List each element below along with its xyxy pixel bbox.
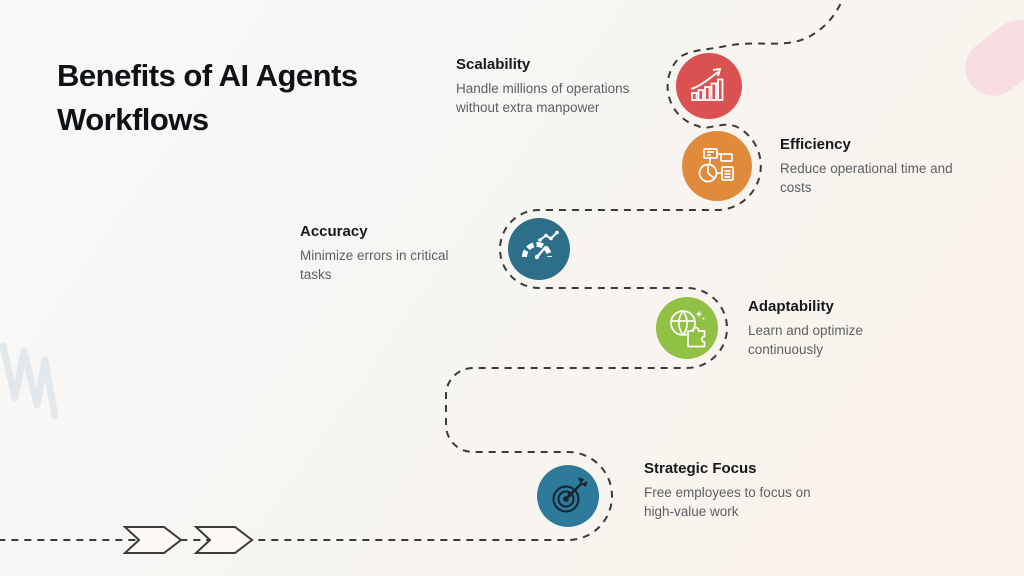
bar-chart-growth-icon xyxy=(690,68,724,101)
label-adaptability: Adaptability Learn and optimize continuo… xyxy=(748,298,883,360)
node-scalability xyxy=(676,53,742,119)
squiggle-decoration xyxy=(0,342,59,420)
label-scalability: Scalability Handle millions of operation… xyxy=(456,56,656,118)
node-description: Learn and optimize continuously xyxy=(748,323,863,357)
node-circle xyxy=(676,53,742,119)
label-accuracy: Accuracy Minimize errors in critical tas… xyxy=(300,223,480,285)
node-description: Free employees to focus on high-value wo… xyxy=(644,485,811,519)
label-efficiency: Efficiency Reduce operational time and c… xyxy=(780,136,970,198)
node-title: Efficiency xyxy=(780,136,851,153)
node-strategic-focus xyxy=(537,465,599,527)
node-title: Strategic Focus xyxy=(644,460,757,477)
page-title: Benefits of AI Agents Workflows xyxy=(57,58,358,138)
node-description: Minimize errors in critical tasks xyxy=(300,248,449,282)
pink-blob-decoration xyxy=(965,20,1024,96)
dashed-route-path xyxy=(0,0,844,541)
globe-puzzle-icon xyxy=(670,310,706,348)
node-circle xyxy=(508,218,570,280)
node-circle xyxy=(682,131,752,201)
node-adaptability xyxy=(656,297,718,359)
node-title: Accuracy xyxy=(300,223,368,240)
node-title: Scalability xyxy=(456,56,531,73)
node-description: Handle millions of operations without ex… xyxy=(456,81,630,115)
chevron-arrow-icon xyxy=(122,526,183,554)
node-efficiency xyxy=(682,131,752,201)
node-accuracy xyxy=(508,218,570,280)
gauge-icon xyxy=(522,230,559,260)
workflow-pie-chart-icon xyxy=(698,148,734,183)
node-description: Reduce operational time and costs xyxy=(780,161,953,195)
chevron-arrow-icon xyxy=(193,526,254,554)
node-title: Adaptability xyxy=(748,298,834,315)
label-strategic-focus: Strategic Focus Free employees to focus … xyxy=(644,460,829,522)
dartboard-dart-icon xyxy=(552,477,588,513)
